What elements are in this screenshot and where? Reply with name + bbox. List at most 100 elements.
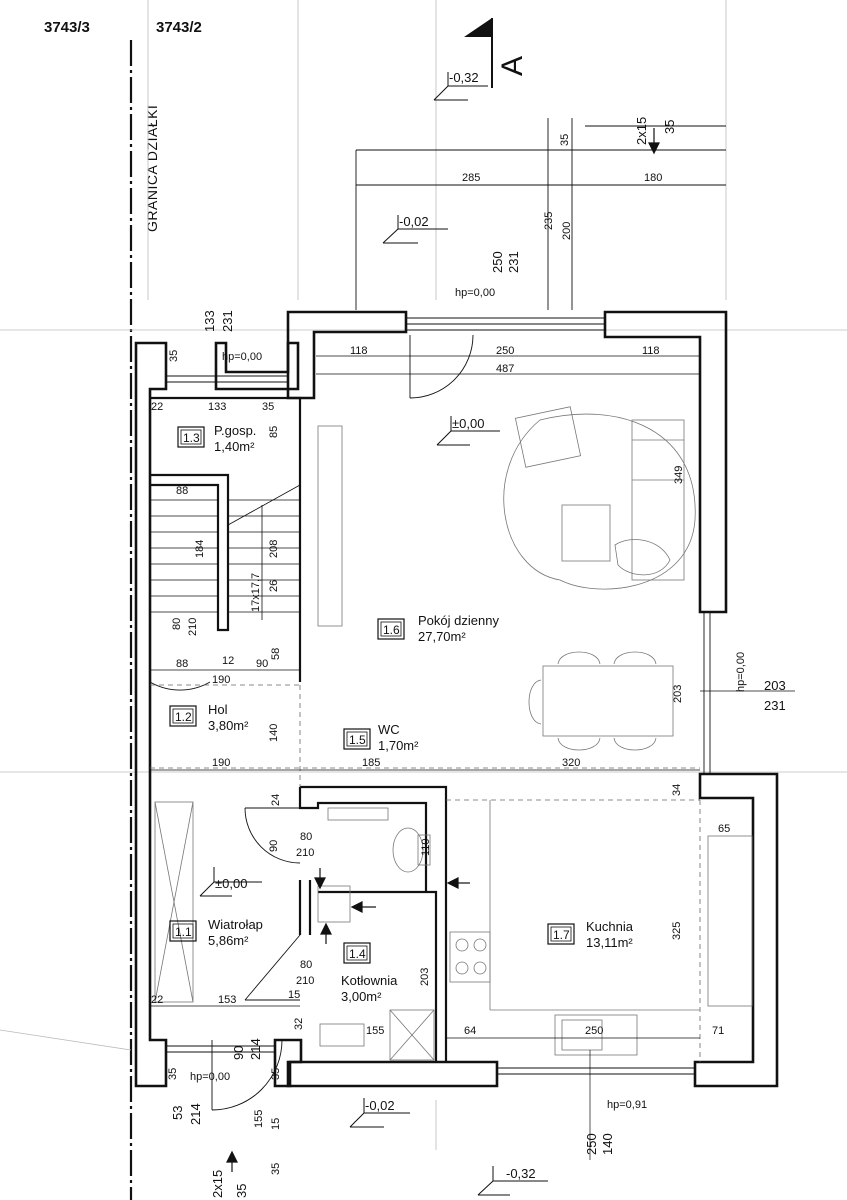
dimension-label: 71 (712, 1025, 724, 1037)
dimension-lines (150, 355, 795, 1160)
dimension-label: 190 (212, 674, 230, 686)
room-number: 1.7 (553, 928, 570, 942)
dimension-label: 185 (362, 757, 380, 769)
dimension-label: 15 (288, 989, 300, 1001)
room-tag-1-6: 1.6 Pokój dzienny 27,70m² (377, 613, 499, 644)
level-label: ±0,00 (215, 876, 247, 891)
room-number: 1.2 (175, 710, 192, 724)
room-name: Hol (208, 702, 228, 717)
room-name: Kotłownia (341, 973, 398, 988)
dimension-label: 35 (167, 1068, 179, 1080)
dimension-label: 208 (268, 540, 280, 558)
room-number: 1.1 (175, 925, 192, 939)
room-number: 1.3 (183, 431, 200, 445)
dimension-label: 35 (234, 1184, 249, 1198)
dimension-label: 210 (296, 975, 314, 987)
dimension-label: 32 (293, 1018, 305, 1030)
dimension-label: 35 (662, 120, 677, 134)
dimension-label: 133 (208, 401, 226, 413)
dimension-label: 35 (559, 134, 571, 146)
dimension-label: 231 (506, 251, 521, 273)
dimension-label: 285 (462, 172, 480, 184)
room-name: WC (378, 722, 400, 737)
section-letter: A (496, 56, 529, 76)
sill-height-label: hp=0,00 (455, 287, 495, 299)
room-name: Wiatrołap (208, 917, 263, 932)
dimension-label: 155 (253, 1110, 265, 1128)
room-number: 1.4 (349, 947, 366, 961)
dimension-label: 88 (176, 485, 188, 497)
room-area: 5,86m² (208, 933, 249, 948)
dimension-label: 231 (220, 310, 235, 332)
dimension-label: 180 (644, 172, 662, 184)
level-label: -0,02 (365, 1098, 395, 1113)
sill-height-label: hp=0,91 (607, 1099, 647, 1111)
plot-boundary-label: GRANICA DZIAŁKI (144, 105, 160, 232)
dimension-label: 65 (718, 823, 730, 835)
terrace-outline (355, 118, 726, 310)
dimension-label: 90 (256, 658, 268, 670)
level-label: -0,32 (449, 70, 479, 85)
dimension-label: 64 (464, 1025, 476, 1037)
dimension-label: 110 (420, 838, 432, 856)
room-area: 3,80m² (208, 718, 249, 733)
level-label: ±0,00 (452, 416, 484, 431)
flow-arrows (226, 128, 660, 1172)
sill-height-label: hp=0,00 (190, 1071, 230, 1083)
plot-number-right: 3743/2 (156, 19, 202, 36)
dimension-label: 235 (543, 212, 555, 230)
dimension-label: 250 (490, 251, 505, 273)
dimension-labels: 2x15 35 35 285 180 235 200 250 231 133 2… (151, 117, 786, 1198)
dimension-label: 35 (270, 1068, 282, 1080)
room-number: 1.5 (349, 733, 366, 747)
dimension-label: 214 (188, 1103, 203, 1125)
dimension-label: 203 (672, 685, 684, 703)
dimension-label: 53 (170, 1106, 185, 1120)
dimension-label: 325 (671, 922, 683, 940)
dimension-label: 24 (270, 794, 282, 806)
dimension-label: 250 (584, 1133, 599, 1155)
interior-walls (150, 396, 448, 1062)
dimension-label: 90 (268, 840, 280, 852)
dimension-label: 85 (268, 426, 280, 438)
staircase (150, 484, 301, 620)
dimension-label: 80 (300, 831, 312, 843)
sill-height-label: hp=0,00 (735, 652, 747, 692)
dimension-label: 231 (764, 698, 786, 713)
room-number: 1.6 (383, 623, 400, 637)
section-marker: A (464, 18, 529, 88)
dimension-label: 210 (296, 847, 314, 859)
dimension-label: 250 (585, 1025, 603, 1037)
plot-number-left: 3743/3 (44, 19, 90, 36)
windows (166, 317, 711, 1075)
dimension-label: 200 (561, 222, 573, 240)
dimension-label: 2x15 (210, 1170, 225, 1198)
room-tag-1-5: 1.5 WC 1,70m² (343, 722, 419, 753)
dimension-label: 184 (194, 540, 206, 558)
dimension-label: 210 (187, 618, 199, 636)
room-area: 1,40m² (214, 439, 255, 454)
dimension-label: 140 (268, 724, 280, 742)
level-label: -0,02 (399, 214, 429, 229)
dimension-label: 88 (176, 658, 188, 670)
dimension-label: 15 (270, 1118, 282, 1130)
dimension-label: 140 (600, 1133, 615, 1155)
room-name: Kuchnia (586, 919, 634, 934)
dimension-label: 487 (496, 363, 514, 375)
dimension-label: 34 (671, 784, 683, 796)
furniture (154, 406, 753, 1061)
dimension-label: 118 (350, 345, 368, 357)
room-tag-1-1: 1.1 Wiatrołap 5,86m² (169, 917, 263, 948)
dimension-label: 17x17,7 (250, 573, 262, 612)
dimension-label: 90 (231, 1046, 246, 1060)
room-area: 1,70m² (378, 738, 419, 753)
room-area: 27,70m² (418, 629, 466, 644)
room-tag-1-7: 1.7 Kuchnia 13,11m² (547, 919, 634, 950)
dimension-label: 22 (151, 401, 163, 413)
dimension-label: 80 (300, 959, 312, 971)
dimension-label: 349 (673, 466, 685, 484)
dimension-label: 2x15 (634, 117, 649, 145)
dimension-label: 203 (764, 678, 786, 693)
sill-height-label: hp=0,00 (222, 351, 262, 363)
